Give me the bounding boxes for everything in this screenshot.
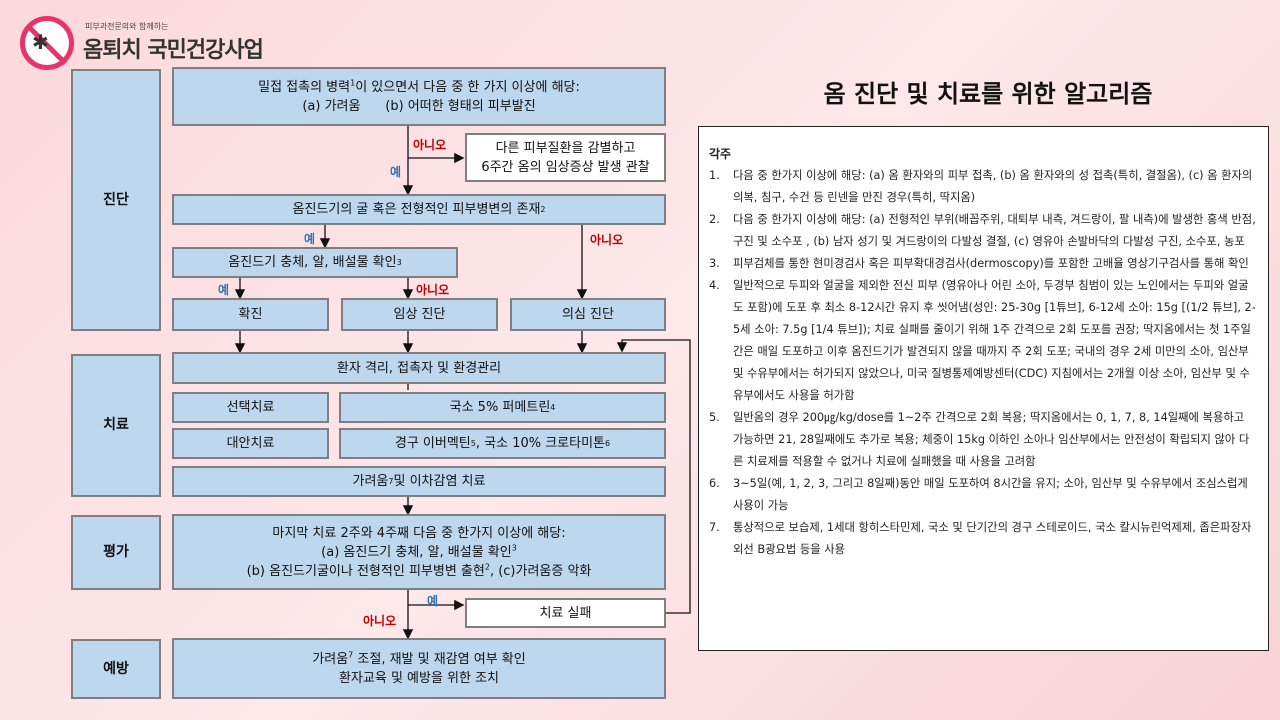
logo-name: 옴퇴치 국민건강사업	[83, 38, 264, 63]
footnote-item: 2.다음 중 한가지 이상에 해당: (a) 전형적인 부위(배꼽주위, 대퇴부…	[709, 213, 1256, 248]
yes-label: 예	[218, 283, 230, 297]
footnote-item: 1.다음 중 한가지 이상에 해당: (a) 옴 환자와의 피부 접촉, (b)…	[709, 169, 1253, 204]
no-label: 아니오	[590, 233, 624, 247]
section-evaluation: 평가	[71, 515, 161, 590]
section-diagnosis: 진단	[71, 69, 161, 331]
clinical-diagnosis-box: 임상 진단	[341, 298, 498, 331]
no-mite-logo-icon	[20, 16, 74, 70]
yes-label: 예	[304, 232, 316, 246]
suspected-diagnosis-box: 의심 진단	[510, 298, 666, 331]
no-label: 아니오	[363, 614, 397, 628]
prevention-box: 가려움7 조절, 재발 및 재감염 여부 확인 환자교육 및 예방을 위한 조치	[172, 638, 666, 699]
yes-label: 예	[390, 165, 402, 179]
footnotes-panel: 각주 1.다음 중 한가지 이상에 해당: (a) 옴 환자와의 피부 접촉, …	[698, 126, 1269, 651]
page-title: 옴 진단 및 치료를 위한 알고리즘	[823, 79, 1153, 108]
isolation-box: 환자 격리, 접촉자 및 환경관리	[172, 352, 666, 384]
footnote-item: 3.피부검체를 통한 현미경검사 혹은 피부확대경검사(dermoscopy)를…	[709, 257, 1249, 270]
no-label: 아니오	[416, 283, 450, 297]
history-criteria-box: 밀접 접촉의 병력1이 있으면서 다음 중 한 가지 이상에 해당: (a) 가…	[172, 67, 666, 126]
section-prevention: 예방	[71, 639, 161, 699]
alternative-treatment-box: 대안치료	[172, 428, 329, 459]
logo-subtitle: 피부과전문의와 함께하는	[85, 22, 169, 31]
footnote-item: 4.일반적으로 두피와 얼굴을 제외한 전신 피부 (영유아나 어린 소아, 두…	[709, 279, 1256, 402]
footnote-item: 6.3~5일(예, 1, 2, 3, 그리고 8일째)동안 매일 도포하여 8시…	[709, 477, 1248, 512]
footnote-item: 7.통상적으로 보습제, 1세대 항히스타민제, 국소 및 단기간의 경구 스테…	[709, 521, 1252, 556]
selective-treatment-box: 선택치료	[172, 392, 329, 423]
footnotes-heading: 각주	[709, 147, 732, 161]
section-treatment: 치료	[71, 354, 161, 497]
differential-observe-box: 다른 피부질환을 감별하고 6주간 옴의 임상증상 발생 관찰	[465, 133, 666, 182]
mite-icon: ✱	[32, 30, 49, 54]
footnote-item: 5.일반옴의 경우 200㎍/kg/dose를 1~2주 간격으로 2회 복용;…	[709, 411, 1250, 468]
yes-label: 예	[427, 594, 439, 608]
no-label: 아니오	[413, 138, 447, 152]
confirmed-diagnosis-box: 확진	[172, 298, 329, 331]
evaluation-criteria-box: 마지막 치료 2주와 4주째 다음 중 한가지 이상에 해당: (a) 옴진드기…	[172, 514, 666, 590]
treatment-failure-box: 치료 실패	[465, 598, 666, 628]
